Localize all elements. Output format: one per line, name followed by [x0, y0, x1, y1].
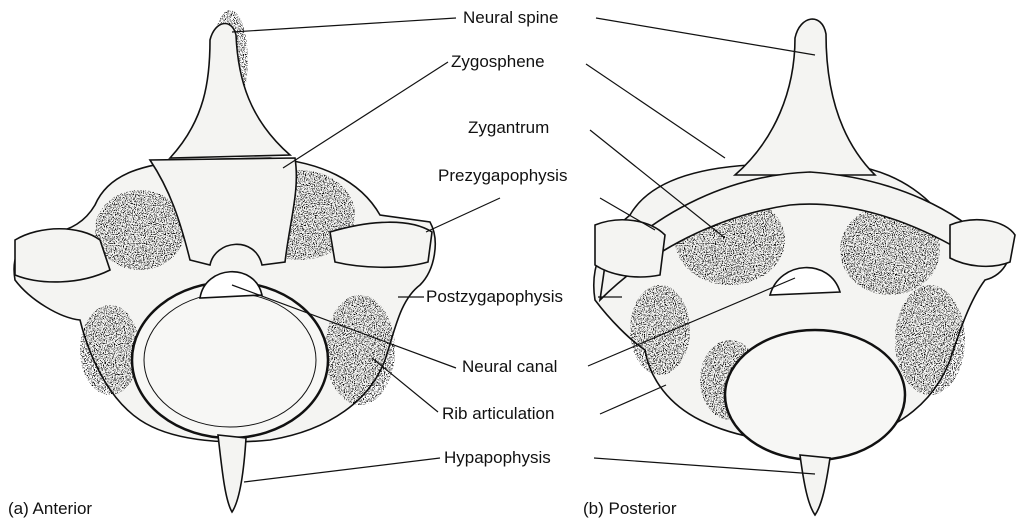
label-prezygapophysis: Prezygapophysis	[436, 166, 569, 186]
posterior-vertebra	[594, 19, 1015, 515]
anterior-vertebra	[14, 10, 435, 512]
label-postzygapophysis: Postzygapophysis	[424, 287, 565, 307]
caption-posterior: (b) Posterior	[583, 499, 677, 519]
label-rib-articulation: Rib articulation	[440, 404, 556, 424]
label-hypapophysis: Hypapophysis	[442, 448, 553, 468]
label-neural-canal: Neural canal	[460, 357, 559, 377]
caption-anterior: (a) Anterior	[8, 499, 92, 519]
label-zygosphene: Zygosphene	[449, 52, 547, 72]
label-neural-spine: Neural spine	[461, 8, 560, 28]
label-zygantrum: Zygantrum	[466, 118, 551, 138]
